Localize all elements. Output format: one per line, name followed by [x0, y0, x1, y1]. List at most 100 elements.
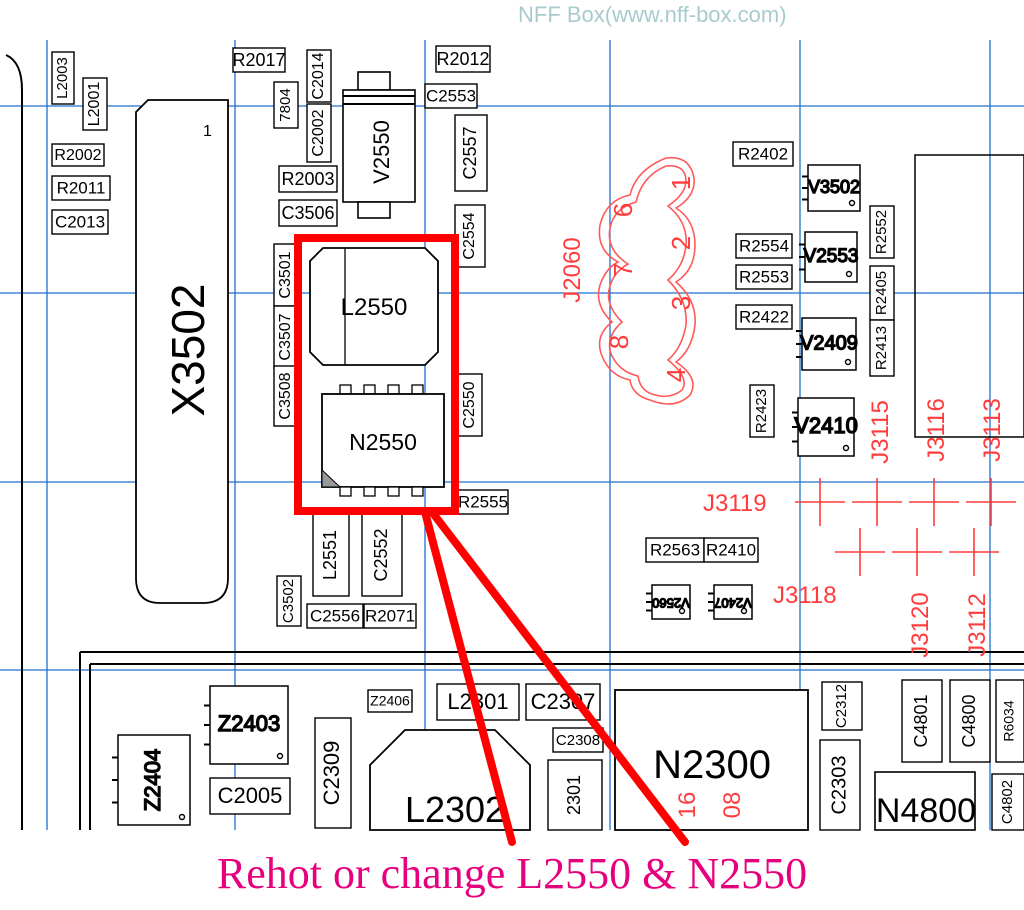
part-outline [51, 143, 105, 167]
part-c2002: C2002 [306, 103, 332, 163]
part-outline [735, 233, 793, 259]
ic-label: V2410 [794, 413, 858, 438]
part-c2557: C2557 [454, 114, 488, 192]
n2550-pin [339, 384, 352, 395]
n2550-pin [411, 384, 424, 395]
part-c2556: C2556 [306, 603, 364, 629]
part-outline [51, 51, 75, 105]
j2060-pin-6: 6 [608, 203, 638, 217]
part-outline [991, 773, 1024, 831]
v2550-tab-top [357, 71, 391, 91]
part-r2423: R2423 [749, 384, 775, 438]
ic-z2404: Z2404 [112, 734, 191, 826]
part-label: R2563 [650, 540, 700, 559]
part-label: C3502 [280, 579, 297, 623]
part-c2553: C2553 [424, 83, 478, 109]
part-r2012: R2012 [435, 45, 491, 73]
part-label: R2554 [739, 236, 789, 255]
ic-body [801, 317, 857, 371]
part-label: R2553 [739, 267, 789, 286]
part-r2422: R2422 [735, 304, 793, 330]
part-c2550: C2550 [457, 373, 483, 437]
ic-v2410: V2410 [792, 397, 859, 457]
tp-j3120: J3120 [907, 592, 934, 657]
ic-pin1-dot [678, 607, 686, 615]
part-label: R2555 [458, 492, 508, 511]
tp-j3113: J3113 [979, 398, 1006, 462]
part-outline [312, 513, 350, 597]
part-label: C4802 [999, 780, 1016, 824]
ic-pin1-dot [276, 752, 284, 760]
n2550-pin [363, 486, 376, 497]
part-label: R6034 [1001, 700, 1017, 741]
part-r7804: 7804 [273, 81, 299, 129]
part-outline [454, 114, 488, 192]
x3502-label: X3502 [162, 283, 214, 416]
j2060-pins: 1 2 3 4 6 7 8 [604, 176, 696, 382]
ic-label: V3502 [808, 177, 860, 197]
part-r2011: R2011 [51, 175, 111, 201]
part-label: R2402 [738, 144, 788, 163]
ic-v3502: V3502 [802, 164, 861, 212]
tp-j3116: J3116 [923, 398, 950, 462]
part-label: C4800 [959, 694, 979, 747]
part-c2013: C2013 [51, 209, 109, 235]
board-edge-left [5, 54, 23, 830]
part-c2309: C2309 [314, 717, 352, 829]
part-r2563: R2563 [645, 537, 705, 563]
part-outline [821, 681, 863, 731]
part-label: C2554 [461, 212, 478, 259]
part-outline [278, 199, 338, 227]
highlight-box [294, 234, 459, 515]
part-label: C2553 [426, 86, 476, 105]
part-c4801: C4801 [901, 679, 943, 763]
n2300-pin-b: 08 [719, 792, 746, 819]
tp-j3112: J3112 [964, 593, 991, 657]
part-r2553: R2553 [735, 264, 793, 290]
part-label: C2312 [833, 684, 850, 728]
part-c4802: C4802 [991, 773, 1024, 831]
j2060-label: J2060 [559, 237, 586, 302]
ic-body [209, 685, 289, 765]
part-label: R2410 [706, 540, 756, 559]
n2300-label: N2300 [653, 743, 771, 787]
arrow-to-n2550-second [428, 508, 689, 846]
part-label: 7804 [277, 88, 294, 121]
ic-z2403: Z2403 [204, 685, 289, 765]
j2060-connector [597, 156, 696, 405]
part-label: C2005 [218, 783, 283, 808]
part-outline [273, 81, 299, 129]
part-label: C3507 [277, 313, 294, 360]
tp-j3118: J3118 [773, 582, 837, 609]
part-label: 2301 [564, 775, 584, 815]
part-label: Z2406 [370, 693, 410, 709]
part-outline [819, 739, 861, 831]
ic-v2560: V2560 [646, 584, 691, 620]
j2060-pin-1: 1 [666, 176, 696, 190]
ic-pin1-dot [845, 270, 853, 278]
part-r6034: R6034 [995, 679, 1024, 763]
test-point-labels: J3119 J3118 J3115 J3116 J3113 J3120 J311… [703, 398, 1006, 658]
part-label: R2405 [873, 271, 890, 315]
part-r2003: R2003 [278, 165, 338, 193]
part-z2406: Z2406 [367, 689, 413, 713]
part-label: R2413 [873, 326, 890, 370]
ic-pin1-dot [844, 358, 852, 366]
part-outline [314, 717, 352, 829]
part-c2312: C2312 [821, 681, 863, 731]
part-outline [457, 373, 483, 437]
l2302-label: L2302 [405, 789, 505, 830]
part-r2413: R2413 [869, 319, 895, 377]
n2550-pin [363, 384, 376, 395]
n2550-pins-bottom [339, 486, 424, 497]
part-outline [547, 759, 603, 831]
part-outline [749, 384, 775, 438]
repair-caption: Rehot or change L2550 & N2550 [216, 849, 808, 898]
part-r2552: R2552 [869, 205, 895, 259]
ic-v2553: V2553 [799, 231, 859, 283]
part-outline [363, 603, 417, 629]
part-outline [645, 537, 705, 563]
